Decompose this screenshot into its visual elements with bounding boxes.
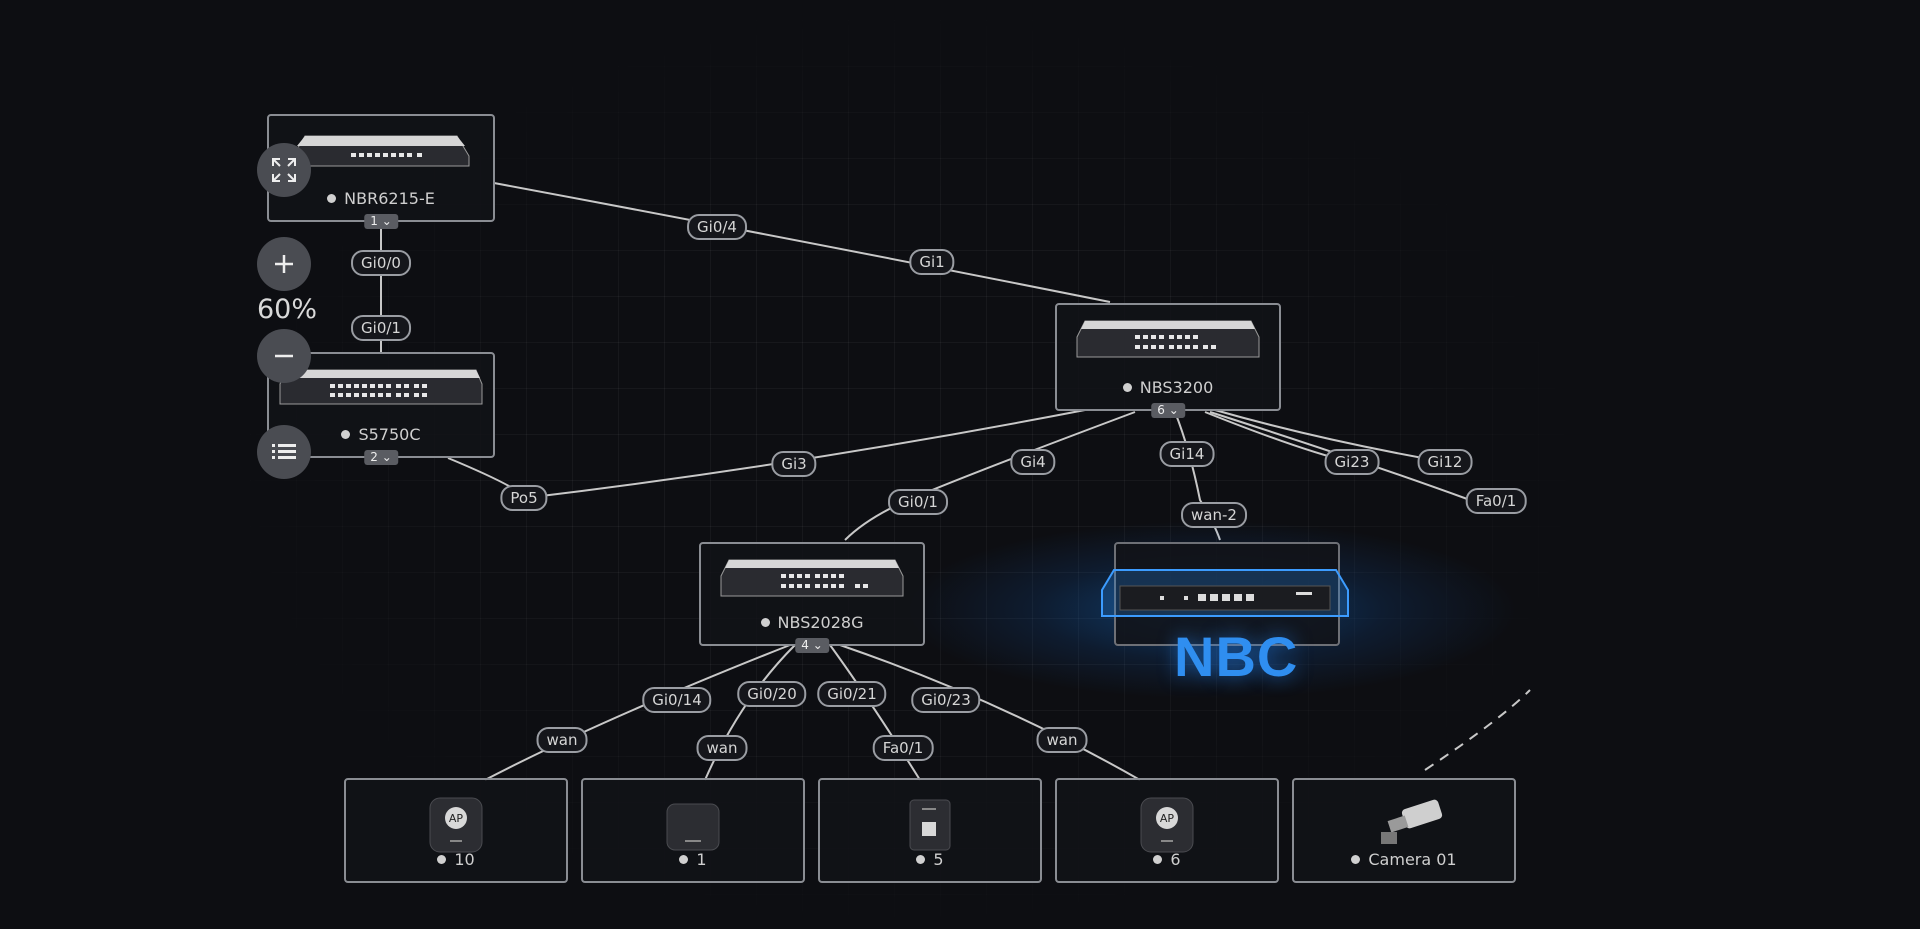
- link-camera-dashed: [1424, 689, 1531, 771]
- fullscreen-icon: [272, 158, 296, 182]
- svg-text:AP: AP: [1160, 812, 1175, 825]
- device-label: NBS2028G: [701, 613, 923, 632]
- port-label[interactable]: Gi1: [909, 249, 955, 275]
- device-1[interactable]: 1: [581, 778, 805, 883]
- access-point-icon: AP: [1140, 797, 1194, 853]
- zoom-out-button[interactable]: [257, 329, 311, 383]
- link-nbs2028-ap6: [839, 644, 1141, 781]
- panel-ap-icon: [909, 799, 951, 851]
- port-label[interactable]: wan-2: [1181, 502, 1247, 528]
- device-label: 1: [583, 850, 803, 869]
- port-label[interactable]: Gi0/14: [642, 687, 712, 713]
- link-nbs3200-nbs2028: [844, 411, 1136, 541]
- port-label[interactable]: Gi0/1: [351, 315, 411, 341]
- list-view-button[interactable]: [257, 425, 311, 479]
- port-label[interactable]: Gi0/20: [737, 681, 807, 707]
- device-camera-01[interactable]: Camera 01: [1292, 778, 1516, 883]
- link-nbr-nbs3200: [493, 182, 1111, 303]
- port-label[interactable]: Gi0/23: [911, 687, 981, 713]
- port-label[interactable]: Gi4: [1010, 449, 1056, 475]
- child-count-badge[interactable]: 4 ⌄: [795, 638, 829, 653]
- device-nbc[interactable]: [1101, 542, 1349, 646]
- port-label[interactable]: Gi0/4: [687, 214, 747, 240]
- child-count-badge[interactable]: 2 ⌄: [364, 450, 398, 465]
- nbc-label: NBC: [1174, 625, 1299, 688]
- device-5[interactable]: 5: [818, 778, 1042, 883]
- link-nbs3200-gi12: [1214, 409, 1446, 463]
- zoom-out-icon: [275, 354, 293, 358]
- child-count-badge[interactable]: 6 ⌄: [1151, 403, 1185, 418]
- device-s5750c[interactable]: S5750C 2 ⌄: [267, 352, 495, 465]
- camera-icon: [1381, 799, 1443, 844]
- port-label[interactable]: Gi0/1: [888, 489, 948, 515]
- device-label: 5: [820, 850, 1040, 869]
- link-s5750-nbs3200: [447, 409, 1086, 500]
- zoom-level: 60%: [257, 294, 318, 325]
- device-nbs3200[interactable]: NBS3200 6 ⌄: [1055, 303, 1281, 418]
- port-label[interactable]: Gi0/0: [351, 250, 411, 276]
- router-image: [292, 135, 470, 167]
- access-point-icon: AP: [429, 797, 483, 853]
- port-label[interactable]: Fa0/1: [872, 735, 934, 761]
- device-label: 10: [346, 850, 566, 869]
- device-ap-10[interactable]: AP 10: [344, 778, 568, 883]
- fullscreen-button[interactable]: [257, 143, 311, 197]
- device-label: 6: [1057, 850, 1277, 869]
- list-icon: [272, 444, 296, 459]
- zoom-in-icon: [275, 255, 293, 273]
- switch-image: [720, 559, 904, 597]
- port-label[interactable]: Fa0/1: [1465, 488, 1527, 514]
- port-label[interactable]: Gi14: [1159, 441, 1215, 467]
- svg-text:AP: AP: [449, 812, 464, 825]
- device-label: Camera 01: [1294, 850, 1514, 869]
- link-nbs2028-ap10: [484, 644, 791, 781]
- gateway-device-icon: [666, 803, 720, 851]
- zoom-in-button[interactable]: [257, 237, 311, 291]
- device-label: S5750C: [269, 425, 493, 444]
- device-ap-6[interactable]: AP 6: [1055, 778, 1279, 883]
- port-label[interactable]: Gi23: [1324, 449, 1380, 475]
- switch-image: [1076, 320, 1260, 358]
- device-label: NBS3200: [1057, 378, 1279, 397]
- switch-image: [279, 369, 483, 405]
- device-nbs2028g[interactable]: NBS2028G 4 ⌄: [699, 542, 925, 653]
- port-label[interactable]: Gi0/21: [817, 681, 887, 707]
- port-label[interactable]: Gi12: [1417, 449, 1473, 475]
- nbc-device-image: [1101, 569, 1349, 617]
- port-label[interactable]: wan: [696, 735, 748, 761]
- port-label[interactable]: Po5: [500, 485, 548, 511]
- port-label[interactable]: wan: [1036, 727, 1088, 753]
- link-nbs3200-nbc: [1174, 411, 1221, 541]
- child-count-badge[interactable]: 1 ⌄: [364, 214, 398, 229]
- device-label: NBR6215-E: [269, 189, 493, 208]
- port-label[interactable]: Gi3: [771, 451, 817, 477]
- port-label[interactable]: wan: [536, 727, 588, 753]
